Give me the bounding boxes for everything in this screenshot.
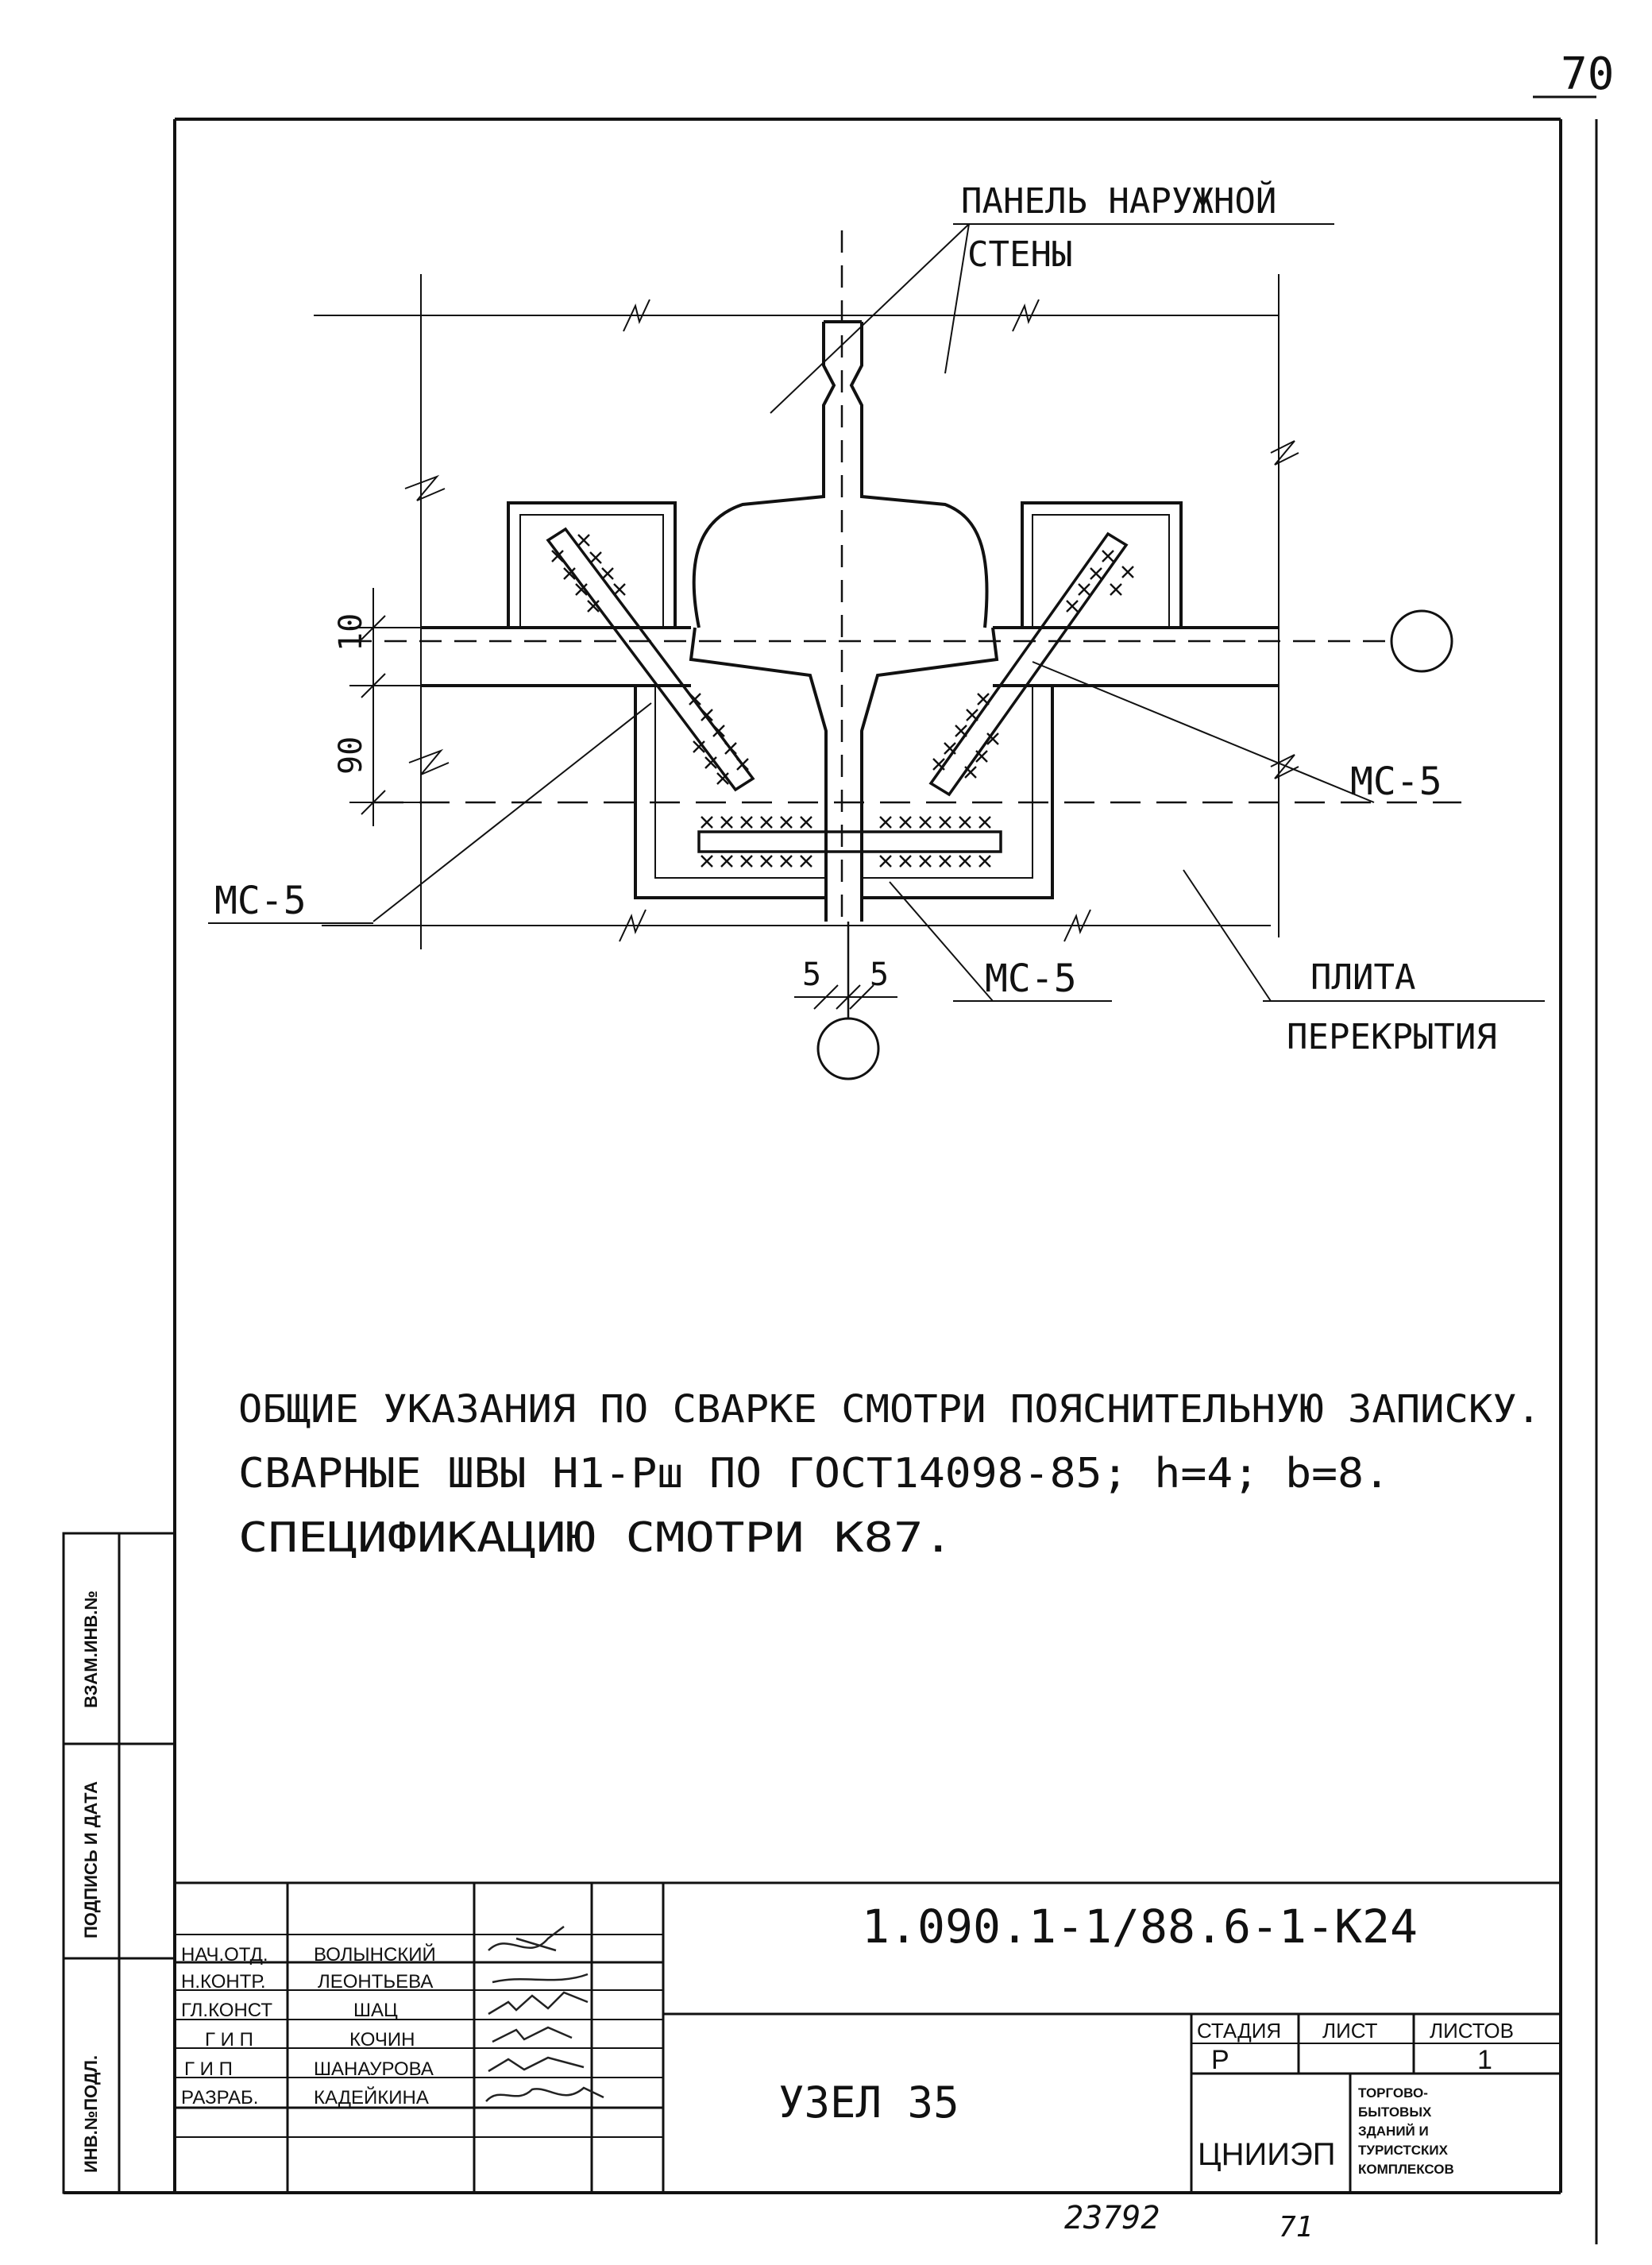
tb-name-0: ВОЛЫНСКИЙ	[314, 1943, 436, 1965]
label-slab-line1: ПЛИТА	[1310, 957, 1415, 998]
footer-left: 23792	[1064, 2200, 1160, 2236]
sheet-frame	[64, 118, 1598, 2244]
tb-sheet-header: ЛИСТ	[1322, 2019, 1378, 2043]
dim-bottom-right: 5	[870, 957, 889, 993]
tb-role-1: Н.КОНТР.	[181, 1971, 266, 1993]
node-drawing	[314, 223, 1461, 1080]
axis-bubble-bottom	[816, 1017, 880, 1080]
tb-name-2: ШАЦ	[353, 2000, 398, 2021]
doc-code: 1.090.1-1/88.6-1-К24	[862, 1900, 1418, 1954]
stamp-podpis: ПОДПИСЬ И ДАТА	[81, 1781, 101, 1938]
tb-org-desc-2: ЗДАНИЙ И	[1358, 2124, 1429, 2139]
tb-stage-header: СТАДИЯ	[1197, 2019, 1281, 2043]
part-left: МС-5	[214, 879, 307, 923]
tb-role-5: РАЗРАБ.	[181, 2087, 258, 2108]
dim-bottom-left: 5	[802, 957, 821, 993]
tb-role-4: Г И П	[184, 2058, 233, 2080]
tb-sheets: 1	[1477, 2045, 1492, 2075]
page-number: 70	[1561, 48, 1614, 100]
tb-name-1: ЛЕОНТЬЕВА	[318, 1971, 433, 1993]
stamp-inv: ИНВ.№ПОДЛ.	[81, 2055, 101, 2173]
label-panel-line1: ПАНЕЛЬ НАРУЖНОЙ	[961, 180, 1276, 222]
tb-org-desc-3: ТУРИСТСКИХ	[1358, 2143, 1449, 2158]
note-1: ОБЩИЕ УКАЗАНИЯ ПО СВАРКЕ СМОТРИ ПОЯСНИТЕ…	[238, 1387, 1541, 1432]
footer-right: 71	[1279, 2211, 1313, 2244]
doc-title: УЗЕЛ 35	[778, 2078, 959, 2128]
title-block	[175, 1881, 1561, 2193]
tb-sheets-header: ЛИСТОВ	[1430, 2019, 1514, 2043]
tb-role-3: Г И П	[205, 2029, 253, 2050]
axis-bubble-right	[1390, 609, 1453, 673]
tb-role-0: НАЧ.ОТД.	[181, 1944, 268, 1965]
tb-name-4: ШАНАУРОВА	[314, 2058, 434, 2080]
part-right: МС-5	[1350, 760, 1442, 804]
label-panel-line2: СТЕНЫ	[967, 234, 1072, 275]
note-2: СВАРНЫЕ ШВЫ Н1-Рш ПО ГОСТ14098-85; h=4; …	[238, 1450, 1390, 1498]
side-stamp	[62, 1532, 176, 2194]
tb-role-2: ГЛ.КОНСТ	[181, 2000, 272, 2021]
tb-org: ЦНИИЭП	[1198, 2137, 1335, 2172]
note-3: СПЕЦИФИКАЦИЮ СМОТРИ К87.	[238, 1514, 953, 1562]
dim-side: 90	[333, 736, 369, 775]
tb-org-desc-4: КОМПЛЕКСОВ	[1358, 2162, 1454, 2177]
tb-name-5: КАДЕЙКИНА	[314, 2086, 429, 2108]
tb-org-desc-0: ТОРГОВО-	[1358, 2085, 1428, 2101]
part-bottom: МС-5	[985, 957, 1077, 1001]
bottom-plate	[697, 830, 1002, 853]
tb-org-desc-1: БЫТОВЫХ	[1358, 2105, 1432, 2120]
tb-stage: Р	[1211, 2045, 1229, 2075]
wall-panel	[689, 320, 999, 922]
diagonal-rods	[546, 527, 1129, 797]
embedded-part-bottom	[634, 686, 1054, 899]
stamp-vzam: ВЗАМ.ИНВ.№	[81, 1591, 101, 1708]
signatures	[485, 1926, 604, 2102]
tb-name-3: КОЧИН	[349, 2029, 415, 2050]
embedded-part-top	[507, 501, 1183, 629]
dim-top: 10	[333, 613, 369, 651]
label-slab-line2: ПЕРЕКРЫТИЯ	[1287, 1017, 1497, 1057]
